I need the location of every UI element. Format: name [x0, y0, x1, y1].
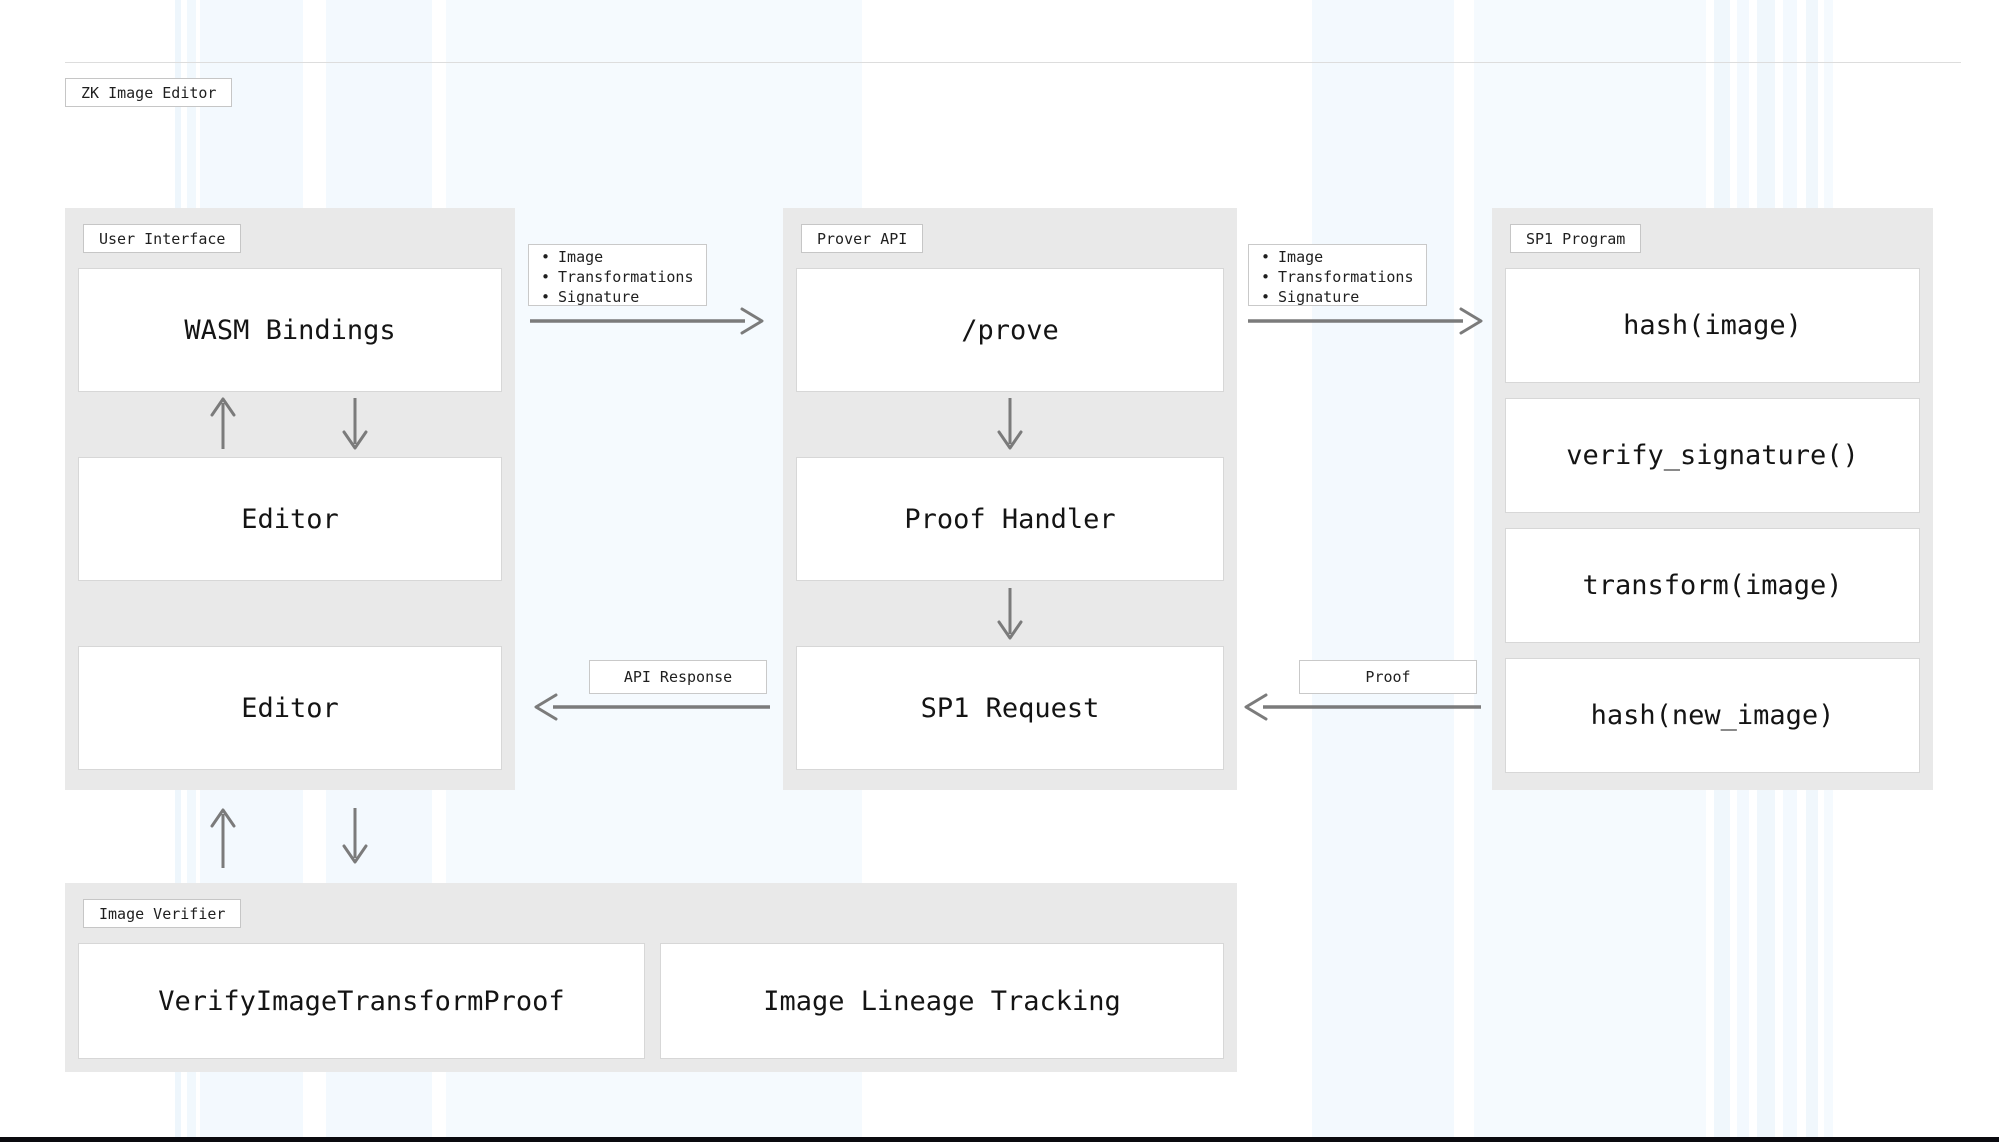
edge-item: Image — [1278, 248, 1324, 266]
node-label: Proof Handler — [904, 503, 1116, 535]
node-label: Image Lineage Tracking — [763, 985, 1121, 1017]
bullet-icon: • — [541, 268, 551, 286]
node-label: Editor — [241, 692, 339, 724]
arrow-sp1request-to-editor — [534, 693, 770, 721]
bullet-icon: • — [541, 248, 551, 266]
bottom-accent-bar — [0, 1137, 1999, 1142]
edge-item: Signature — [1278, 288, 1360, 306]
top-divider — [65, 62, 1961, 63]
node-image-lineage-tracking: Image Lineage Tracking — [660, 943, 1224, 1059]
diagram-title-text: ZK Image Editor — [81, 83, 217, 102]
node-label: Editor — [241, 503, 339, 535]
node-label: /prove — [961, 314, 1059, 346]
container-label-prover-api: Prover API — [801, 224, 924, 253]
node-label: WASM Bindings — [184, 314, 396, 346]
node-hash-new-image: hash(new_image) — [1505, 658, 1920, 773]
edge-label-proof: Proof — [1299, 660, 1477, 694]
node-label: VerifyImageTransformProof — [158, 985, 565, 1017]
container-image-verifier: Image Verifier VerifyImageTransformProof… — [65, 883, 1237, 1072]
node-verify-signature: verify_signature() — [1505, 398, 1920, 513]
edge-item: Image — [558, 248, 604, 266]
container-sp1-program: SP1 Program hash(image) verify_signature… — [1492, 208, 1933, 790]
node-proof-handler: Proof Handler — [796, 457, 1224, 581]
node-label: SP1 Request — [920, 692, 1100, 724]
container-prover-api: Prover API /prove Proof Handler SP1 Requ… — [783, 208, 1237, 790]
container-label-text: Prover API — [817, 229, 908, 248]
edge-label-prover-to-sp1: • Image • Transformations • Signature — [1248, 244, 1427, 306]
node-transform-image: transform(image) — [1505, 528, 1920, 643]
arrow-ui-to-prover — [530, 307, 764, 335]
container-label-text: Image Verifier — [99, 904, 226, 923]
container-label-text: SP1 Program — [1526, 229, 1626, 248]
edge-label-ui-to-prover: • Image • Transformations • Signature — [528, 244, 707, 306]
node-label: hash(new_image) — [1590, 700, 1835, 731]
arrow-sp1program-to-prover — [1244, 693, 1481, 721]
bullet-icon: • — [1261, 288, 1271, 306]
diagram-title-badge: ZK Image Editor — [65, 78, 233, 107]
node-sp1-request: SP1 Request — [796, 646, 1224, 770]
edge-item: Signature — [558, 288, 640, 306]
container-label-sp1-program: SP1 Program — [1510, 224, 1642, 253]
container-label-image-verifier: Image Verifier — [83, 899, 242, 928]
edge-label-api-response: API Response — [589, 660, 767, 694]
node-editor-top: Editor — [78, 457, 502, 581]
bullet-icon: • — [1261, 268, 1271, 286]
arrow-editor-to-verifier-down — [342, 808, 368, 864]
arrow-verifier-to-editor-up — [210, 808, 236, 868]
bullet-icon: • — [541, 288, 551, 306]
arrow-prover-to-sp1 — [1248, 307, 1483, 335]
node-prove-endpoint: /prove — [796, 268, 1224, 392]
container-label-text: User Interface — [99, 229, 226, 248]
edge-label-text: API Response — [623, 668, 733, 686]
node-label: hash(image) — [1623, 310, 1802, 341]
node-wasm-bindings: WASM Bindings — [78, 268, 502, 392]
node-verify-image-transform-proof: VerifyImageTransformProof — [78, 943, 645, 1059]
node-editor-bottom: Editor — [78, 646, 502, 770]
container-label-user-interface: User Interface — [83, 224, 242, 253]
edge-item: Transformations — [558, 268, 694, 286]
node-label: verify_signature() — [1566, 440, 1859, 471]
container-user-interface: User Interface WASM Bindings Editor Edit… — [65, 208, 515, 790]
background-stripe — [1312, 0, 1454, 1142]
edge-label-text: Proof — [1365, 668, 1411, 686]
bullet-icon: • — [1261, 248, 1271, 266]
node-hash-image: hash(image) — [1505, 268, 1920, 383]
edge-item: Transformations — [1278, 268, 1414, 286]
node-label: transform(image) — [1582, 570, 1843, 601]
